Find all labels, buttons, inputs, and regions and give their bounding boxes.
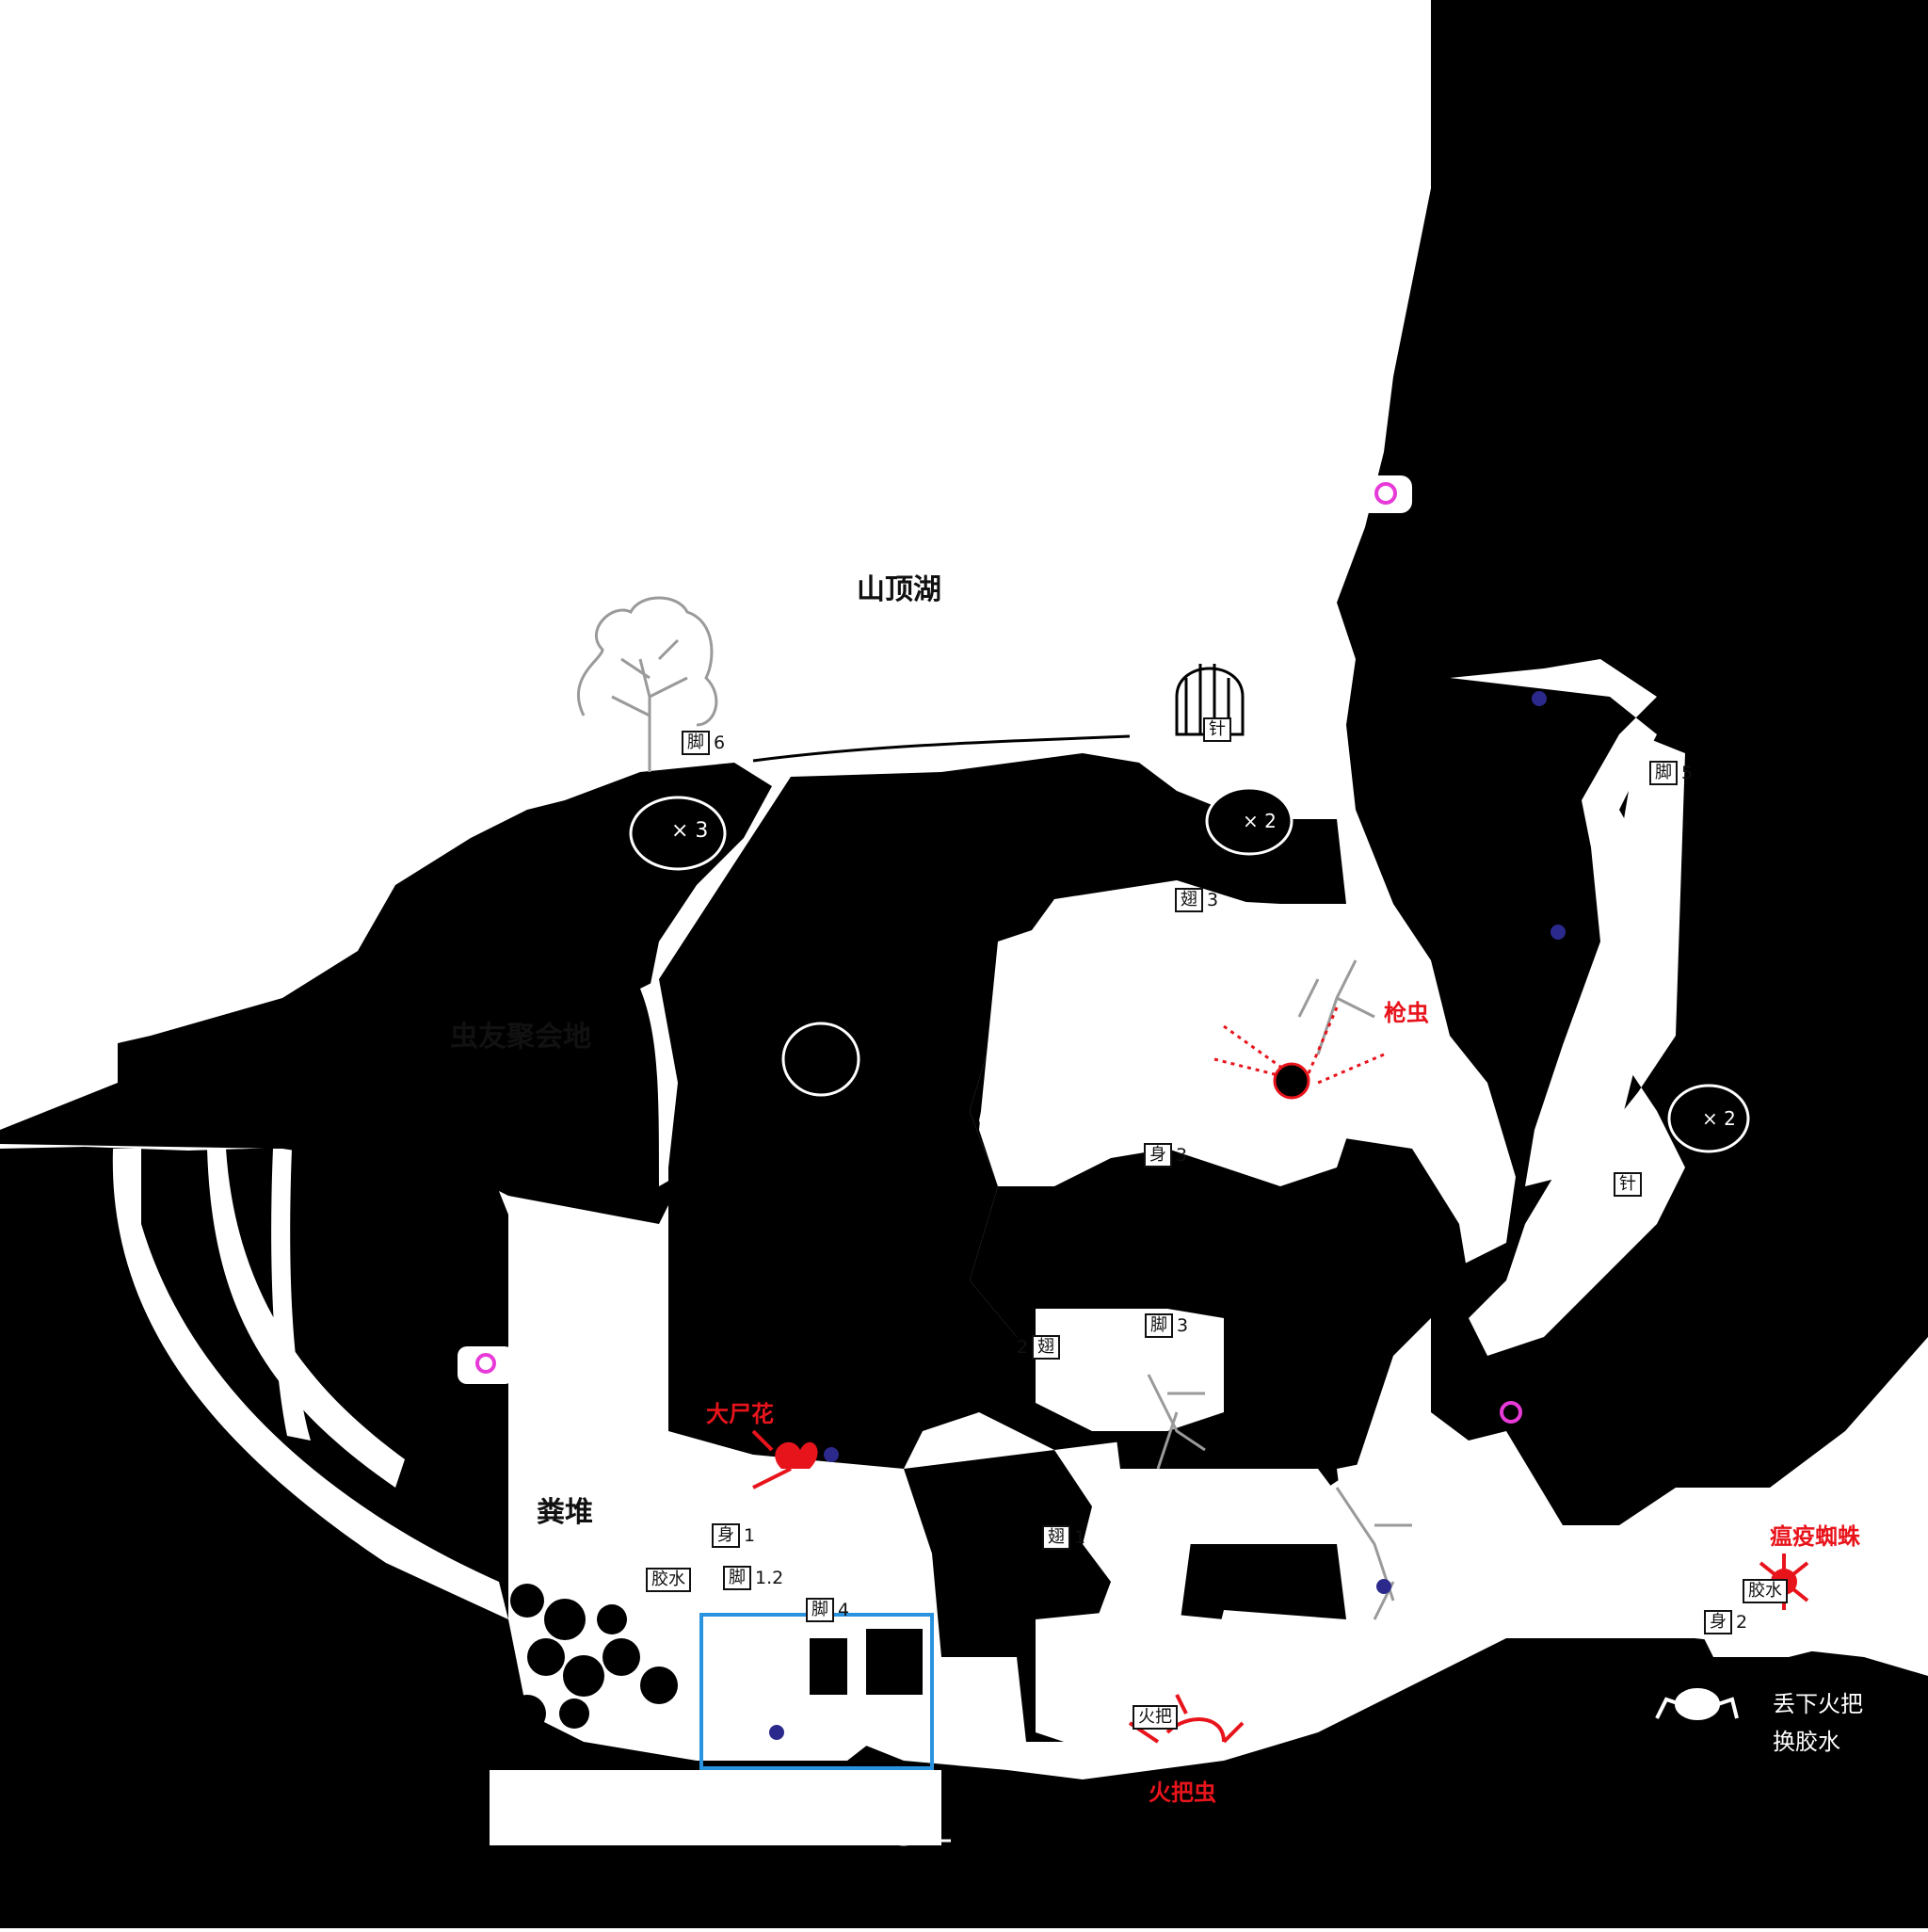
label-bug-gathering: 虫友聚会地 (450, 1021, 591, 1054)
tag-count: 1 (1074, 1526, 1086, 1548)
tag-box: 针 (1203, 717, 1231, 742)
tag-needle-right: 针 (1614, 1172, 1642, 1197)
room-left-upper-central (979, 923, 1054, 1186)
tag-torch: 火把 (1133, 1705, 1178, 1730)
tag-box: 脚 (1145, 1313, 1173, 1338)
bubble-count-seed-x3: × 3 (671, 819, 709, 843)
shaft-left (85, 1149, 508, 1619)
corridor-right-loop (1450, 659, 1657, 1186)
room-lower (1036, 1610, 1243, 1751)
shaft-mid (184, 1149, 405, 1488)
tag-box: 翅 (1175, 888, 1203, 912)
bubble-pin-x2-right (1667, 1084, 1750, 1153)
legend-line-1: 丢下火把 (1773, 1691, 1863, 1717)
save-point-mid-right (1500, 1401, 1522, 1424)
enemy-gun-bug (1213, 1006, 1385, 1100)
enemy-torch-bug (1128, 1694, 1245, 1744)
label-gun-bug: 枪虫 (1384, 1000, 1429, 1026)
pit-wall-2 (866, 1629, 923, 1695)
tag-count: 2 (1736, 1611, 1748, 1633)
lake-shore-line (752, 734, 1131, 763)
dead-tree (576, 596, 718, 772)
tag-count: 2 (1017, 1336, 1029, 1358)
npc-markers (769, 691, 1566, 1740)
room-upper-central (979, 880, 1412, 1186)
terrain-upper-left (0, 763, 772, 1224)
legend-line-2: 换胶水 (1773, 1729, 1840, 1755)
tag-count: 3 (1207, 889, 1219, 910)
legend: 丢下火把 换胶水 (1652, 1685, 1897, 1789)
bubble-count-pin-x2-right: × 2 (1702, 1107, 1736, 1130)
tag-needle-top: 针 (1203, 717, 1231, 742)
bubble-seed-x3 (629, 796, 727, 871)
corridor-lower-right (1337, 1431, 1638, 1638)
tag-count: 5 (1681, 762, 1694, 783)
tag-box: 身 (712, 1523, 740, 1548)
corridor-right-main (1469, 734, 1685, 1356)
tag-box: 身 (1704, 1610, 1732, 1634)
tag-count: 3 (1177, 1314, 1189, 1336)
tag-box: 脚 (806, 1598, 834, 1622)
legend-icon (1655, 1688, 1739, 1720)
room-mid (1036, 1309, 1224, 1431)
bubble-count-pin-x2-top: × 2 (1243, 810, 1277, 832)
tag-box: 脚 (1649, 761, 1678, 785)
terrain-bottom-mass (0, 1147, 1928, 1928)
label-plague-spider: 瘟疫蜘蛛 (1770, 1523, 1860, 1550)
tag-count: 1 (744, 1524, 756, 1546)
tag-box: 脚 (682, 731, 710, 755)
bubble-pin-x2-top (1205, 786, 1293, 856)
tag-box: 火把 (1133, 1705, 1178, 1730)
tag-box: 脚 (723, 1566, 751, 1590)
tag-box: 身 (1144, 1143, 1172, 1167)
bubble-seed (781, 1022, 860, 1097)
label-dung-heap: 粪堆 (537, 1496, 593, 1529)
tag-count: 6 (714, 732, 726, 753)
label-torch-bug: 火把虫 (1149, 1779, 1216, 1806)
label-corpse-flower: 大尸花 (706, 1401, 774, 1427)
tag-box: 胶水 (1743, 1579, 1788, 1603)
save-point-top-right (1356, 475, 1412, 513)
bottom-ledge (490, 1770, 941, 1845)
pit-wall (810, 1638, 847, 1695)
dung-boulders (508, 1584, 678, 1732)
tag-glue-left: 胶水 (646, 1568, 691, 1592)
tag-count: 3 (1176, 1144, 1188, 1166)
tag-box: 针 (1614, 1172, 1642, 1197)
bottom-walkers (499, 1776, 951, 1846)
label-summit-lake: 山顶湖 (857, 573, 941, 606)
room-mid-wide (1111, 1469, 1346, 1563)
tag-box: 翅 (1042, 1525, 1070, 1550)
save-point-left (458, 1346, 514, 1384)
tag-glue-right: 胶水 (1743, 1579, 1788, 1603)
tag-box: 翅 (1032, 1335, 1061, 1360)
tag-box: 胶水 (646, 1568, 691, 1592)
tag-count: 1.2 (755, 1567, 784, 1588)
enemy-corpse-flower (751, 1429, 818, 1489)
tag-count: 4 (838, 1599, 850, 1620)
shaft-right (271, 1149, 311, 1441)
